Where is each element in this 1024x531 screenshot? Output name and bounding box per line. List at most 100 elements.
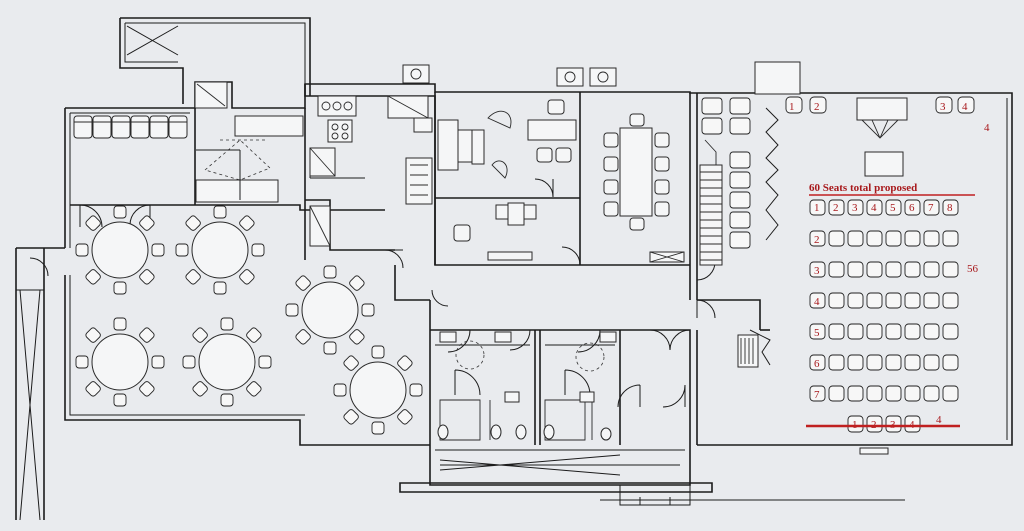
chair bbox=[139, 215, 155, 231]
auditorium-seat bbox=[904, 292, 921, 309]
row1-seat-number: 4 bbox=[871, 202, 877, 214]
office-furniture bbox=[437, 99, 685, 263]
auditorium-seat bbox=[904, 385, 921, 402]
chair bbox=[239, 269, 255, 285]
round-table bbox=[285, 265, 375, 355]
round-table bbox=[182, 317, 272, 407]
row-label: 5 bbox=[814, 327, 820, 339]
row-label: 2 bbox=[814, 234, 820, 246]
row1-seat-number: 1 bbox=[814, 202, 820, 214]
auditorium-seat bbox=[904, 199, 921, 216]
stairs bbox=[699, 139, 759, 368]
round-table bbox=[333, 345, 423, 435]
auditorium-seat bbox=[828, 292, 845, 309]
round-table bbox=[75, 205, 165, 295]
row1-seat-number: 2 bbox=[833, 202, 839, 214]
bottom-row-seat bbox=[904, 415, 921, 433]
chair bbox=[246, 327, 262, 343]
auditorium-seat bbox=[942, 199, 959, 216]
auditorium-seat bbox=[809, 292, 826, 309]
round-table bbox=[175, 205, 265, 295]
chair bbox=[113, 317, 127, 331]
auditorium-seat bbox=[942, 385, 959, 402]
auditorium-seat bbox=[847, 385, 864, 402]
service-area bbox=[195, 115, 304, 203]
chair bbox=[251, 243, 265, 257]
auditorium-seat bbox=[866, 230, 883, 247]
auditorium-seat bbox=[809, 261, 826, 278]
auditorium-seat bbox=[809, 199, 826, 216]
auditorium-seat bbox=[866, 385, 883, 402]
round-table bbox=[75, 317, 165, 407]
chair bbox=[323, 341, 337, 355]
auditorium-seat bbox=[828, 199, 845, 216]
chair bbox=[213, 205, 227, 219]
auditorium-seat bbox=[885, 199, 902, 216]
auditorium-seats: 123456782345671234 bbox=[809, 199, 959, 433]
washroom-fixtures bbox=[437, 331, 889, 455]
auditorium-seat bbox=[847, 354, 864, 371]
chair bbox=[192, 327, 208, 343]
auditorium-seat bbox=[828, 385, 845, 402]
auditorium-seat bbox=[885, 354, 902, 371]
chair bbox=[139, 269, 155, 285]
auditorium-seat bbox=[923, 385, 940, 402]
auditorium-seat bbox=[923, 292, 940, 309]
chair bbox=[333, 383, 347, 397]
auditorium-seat bbox=[904, 230, 921, 247]
chair bbox=[397, 355, 413, 371]
auditorium-seat bbox=[847, 323, 864, 340]
chair bbox=[185, 269, 201, 285]
chair bbox=[258, 355, 272, 369]
auditorium-seat bbox=[942, 230, 959, 247]
auditorium-seat bbox=[942, 354, 959, 371]
auditorium-seat bbox=[828, 354, 845, 371]
row1-seat-number: 7 bbox=[928, 202, 934, 214]
bottom-row-seat bbox=[866, 415, 883, 433]
row-label: 6 bbox=[814, 358, 820, 370]
auditorium-seat bbox=[866, 323, 883, 340]
chair bbox=[185, 215, 201, 231]
chair bbox=[349, 275, 365, 291]
auditorium-seat bbox=[828, 261, 845, 278]
chair bbox=[295, 275, 311, 291]
row1-seat-number: 6 bbox=[909, 202, 915, 214]
auditorium-seat bbox=[809, 323, 826, 340]
auditorium-seat bbox=[923, 199, 940, 216]
auditorium-seat bbox=[904, 354, 921, 371]
auditorium-seat bbox=[809, 230, 826, 247]
row-label: 4 bbox=[814, 296, 820, 308]
chair bbox=[220, 393, 234, 407]
chair bbox=[349, 329, 365, 345]
auditorium-seat bbox=[828, 323, 845, 340]
chair bbox=[113, 205, 127, 219]
auditorium-seat bbox=[866, 199, 883, 216]
total-56-label: 56 bbox=[967, 263, 979, 275]
door-swings bbox=[79, 107, 779, 408]
auditorium-seat bbox=[866, 261, 883, 278]
auditorium-seat bbox=[828, 230, 845, 247]
auditorium-seat bbox=[923, 354, 940, 371]
chair bbox=[139, 381, 155, 397]
chair bbox=[113, 281, 127, 295]
chair bbox=[285, 303, 299, 317]
auditorium-seat bbox=[923, 261, 940, 278]
kitchen-equipment bbox=[309, 95, 433, 247]
row1-seat-number: 3 bbox=[852, 202, 858, 214]
chair bbox=[151, 243, 165, 257]
row1-seat-number: 8 bbox=[947, 202, 953, 214]
chair bbox=[113, 393, 127, 407]
dining-tables bbox=[75, 205, 423, 435]
chair bbox=[75, 355, 89, 369]
auditorium-seat bbox=[847, 261, 864, 278]
chair bbox=[182, 355, 196, 369]
bottom-row-seat bbox=[847, 415, 864, 433]
auditorium-seat bbox=[904, 261, 921, 278]
chair bbox=[85, 269, 101, 285]
auditorium-seat bbox=[923, 323, 940, 340]
auditorium-seat bbox=[866, 354, 883, 371]
chair bbox=[85, 215, 101, 231]
row-label: 3 bbox=[814, 265, 820, 277]
chair bbox=[75, 243, 89, 257]
